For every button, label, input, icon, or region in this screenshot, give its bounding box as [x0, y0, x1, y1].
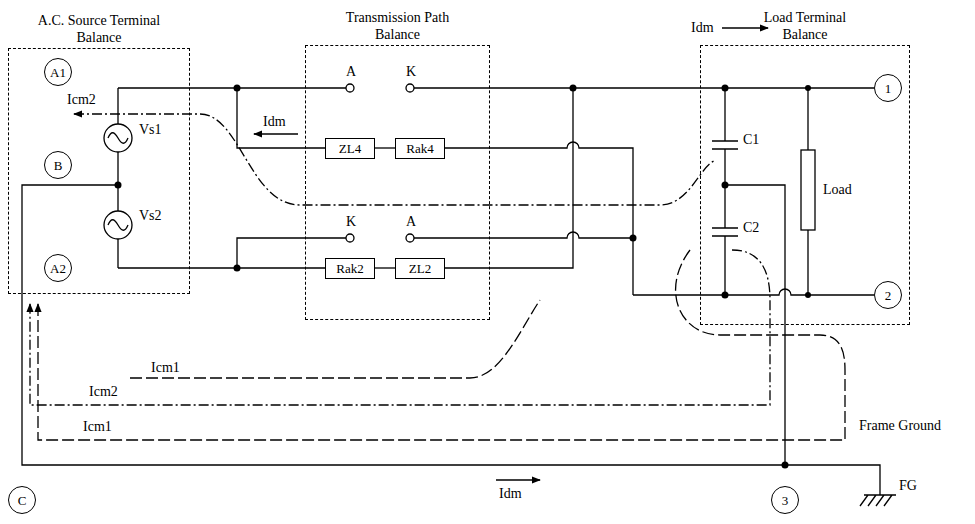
signal-label: Icm2: [66, 92, 97, 107]
callout-number: B: [54, 158, 63, 173]
signal-label: Icm1: [150, 360, 181, 375]
terminal-region: A.C. Source TerminalBalanceA1BA2: [8, 48, 190, 294]
callout-number: 1: [885, 81, 892, 96]
terminal-region: Transmission PathBalanceZL4Rak4Rak2ZL2: [305, 45, 490, 320]
current-arrow: [496, 479, 540, 480]
junction-dot: [722, 182, 729, 189]
signal-label: K: [405, 64, 417, 79]
signal-label: Frame Ground: [858, 418, 942, 433]
signal-label: Icm1: [82, 419, 113, 434]
signal-label: Idm: [262, 114, 287, 129]
capacitor-symbol: [712, 88, 738, 295]
junction-dot: [630, 235, 637, 242]
terminal-region: Load TerminalBalance12: [700, 45, 910, 325]
signal-label: K: [345, 214, 357, 229]
common-mode-path: [130, 300, 540, 378]
source-wire: [117, 88, 118, 268]
impedance-box: Rak2: [325, 258, 375, 279]
region-title: Transmission Path: [306, 9, 489, 26]
junction-dot: [805, 85, 811, 91]
signal-label: Idm: [690, 20, 715, 35]
region-title: A.C. Source Terminal: [9, 12, 189, 29]
region-title: Load Terminal: [701, 9, 909, 26]
signal-label: A: [345, 64, 357, 79]
signal-label: A: [405, 214, 417, 229]
ground-wire: [22, 185, 880, 495]
terminal: [406, 84, 414, 92]
terminal-circle: A1: [44, 58, 72, 86]
terminal-circle: 2: [874, 281, 902, 309]
signal-label: C1: [742, 132, 760, 147]
terminal: [406, 234, 414, 242]
terminal-circle: C: [8, 486, 36, 514]
ground-wire: [725, 185, 785, 465]
junction-dot: [115, 182, 122, 189]
junction-dot: [722, 292, 729, 299]
terminal-circle: 1: [874, 74, 902, 102]
wire: [118, 87, 874, 88]
wire: [118, 88, 573, 268]
terminal-circle: 3: [771, 486, 799, 514]
signal-label: C2: [742, 220, 760, 235]
region-heading: A.C. Source TerminalBalance: [9, 12, 189, 46]
common-mode-path: [30, 250, 770, 405]
junction-dot: [722, 85, 729, 92]
callout-number: A1: [50, 65, 66, 80]
signal-label: Load: [822, 182, 853, 197]
region-subtitle: Balance: [306, 26, 489, 43]
common-mode-path: [38, 250, 845, 440]
component-name: ZL4: [339, 141, 361, 156]
wire: [633, 289, 874, 295]
current-arrow: [722, 27, 768, 28]
region-heading: Transmission PathBalance: [306, 9, 489, 43]
impedance-box: ZL4: [325, 138, 375, 159]
junction-dot: [782, 462, 789, 469]
signal-label: FG: [898, 478, 918, 493]
region-subtitle: Balance: [9, 29, 189, 46]
sine-symbol: [108, 220, 128, 231]
sine-symbol: [108, 133, 128, 144]
component-name: Rak2: [336, 261, 363, 276]
signal-label: Vs1: [138, 122, 163, 137]
voltage-source: [104, 211, 132, 239]
common-mode-path: [74, 114, 716, 205]
signal-label: Idm: [498, 486, 523, 501]
region-subtitle: Balance: [701, 26, 909, 43]
junction-dot: [570, 85, 577, 92]
current-arrow: [254, 133, 298, 134]
signal-label: Vs2: [138, 208, 163, 223]
component-name: Rak4: [406, 141, 433, 156]
signal-label: Icm2: [88, 384, 119, 399]
region-heading: Load TerminalBalance: [701, 9, 909, 43]
series-wire: [375, 267, 395, 268]
callout-number: A2: [50, 261, 66, 276]
callout-number: 2: [885, 288, 892, 303]
terminal: [346, 84, 354, 92]
voltage-source: [104, 124, 132, 152]
junction-dot: [805, 292, 811, 298]
impedance-box: ZL2: [395, 258, 445, 279]
load-resistor: [801, 150, 815, 230]
impedance-box: Rak4: [395, 138, 445, 159]
ground-symbol: [860, 495, 896, 506]
terminal-circle: A2: [44, 254, 72, 282]
series-wire: [375, 147, 395, 148]
wire: [414, 232, 633, 238]
junction-dot: [234, 265, 241, 272]
callout-number: 3: [782, 493, 789, 508]
terminal-circle: B: [44, 151, 72, 179]
component-name: ZL2: [409, 261, 431, 276]
junction-dot: [234, 85, 241, 92]
terminal: [346, 234, 354, 242]
callout-number: C: [18, 493, 27, 508]
